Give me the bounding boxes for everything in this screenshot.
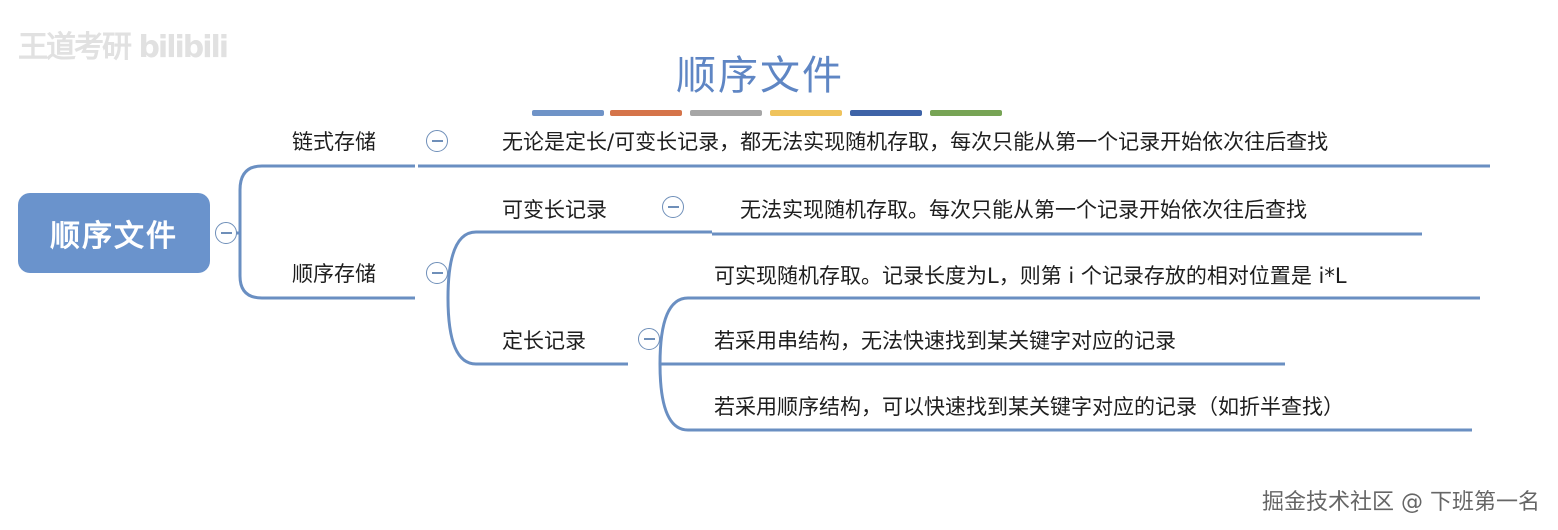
chained-detail: 无论是定长/可变长记录，都无法实现随机存取，每次只能从第一个记录开始依次往后查找 [502, 130, 1329, 154]
diagram-title: 顺序文件 [676, 53, 844, 99]
fixed-detail-3: 若采用顺序结构，可以快速找到某关键字对应的记录（如折半查找） [714, 395, 1344, 419]
variable-collapse-icon[interactable] [662, 196, 684, 218]
watermark-bottom-right: 掘金技术社区 @ 下班第一名 [1262, 490, 1540, 515]
branch-sequential-label[interactable]: 顺序存储 [292, 262, 376, 286]
legend-bar-1 [532, 110, 604, 116]
sequential-collapse-icon[interactable] [426, 262, 448, 284]
legend-bar-2 [610, 110, 682, 116]
fixed-detail-2: 若采用串结构，无法快速找到某关键字对应的记录 [714, 329, 1176, 353]
root-collapse-icon[interactable] [215, 222, 237, 244]
watermark-top-left: 王道考研 bilibili [18, 30, 229, 65]
legend-bar-6 [930, 110, 1002, 116]
root-label: 顺序文件 [50, 219, 178, 254]
fixed-collapse-icon[interactable] [638, 328, 660, 350]
chained-collapse-icon[interactable] [426, 130, 448, 152]
branch-chained-label[interactable]: 链式存储 [292, 130, 376, 154]
legend-bar-3 [690, 110, 762, 116]
legend-bar-5 [850, 110, 922, 116]
variable-detail: 无法实现随机存取。每次只能从第一个记录开始依次往后查找 [740, 198, 1307, 222]
legend-bar-4 [770, 110, 842, 116]
variable-record-label[interactable]: 可变长记录 [502, 198, 607, 222]
fixed-record-label[interactable]: 定长记录 [502, 329, 586, 353]
root-node[interactable]: 顺序文件 [18, 193, 210, 273]
fixed-detail-1: 可实现随机存取。记录长度为L，则第 i 个记录存放的相对位置是 i*L [714, 264, 1347, 288]
